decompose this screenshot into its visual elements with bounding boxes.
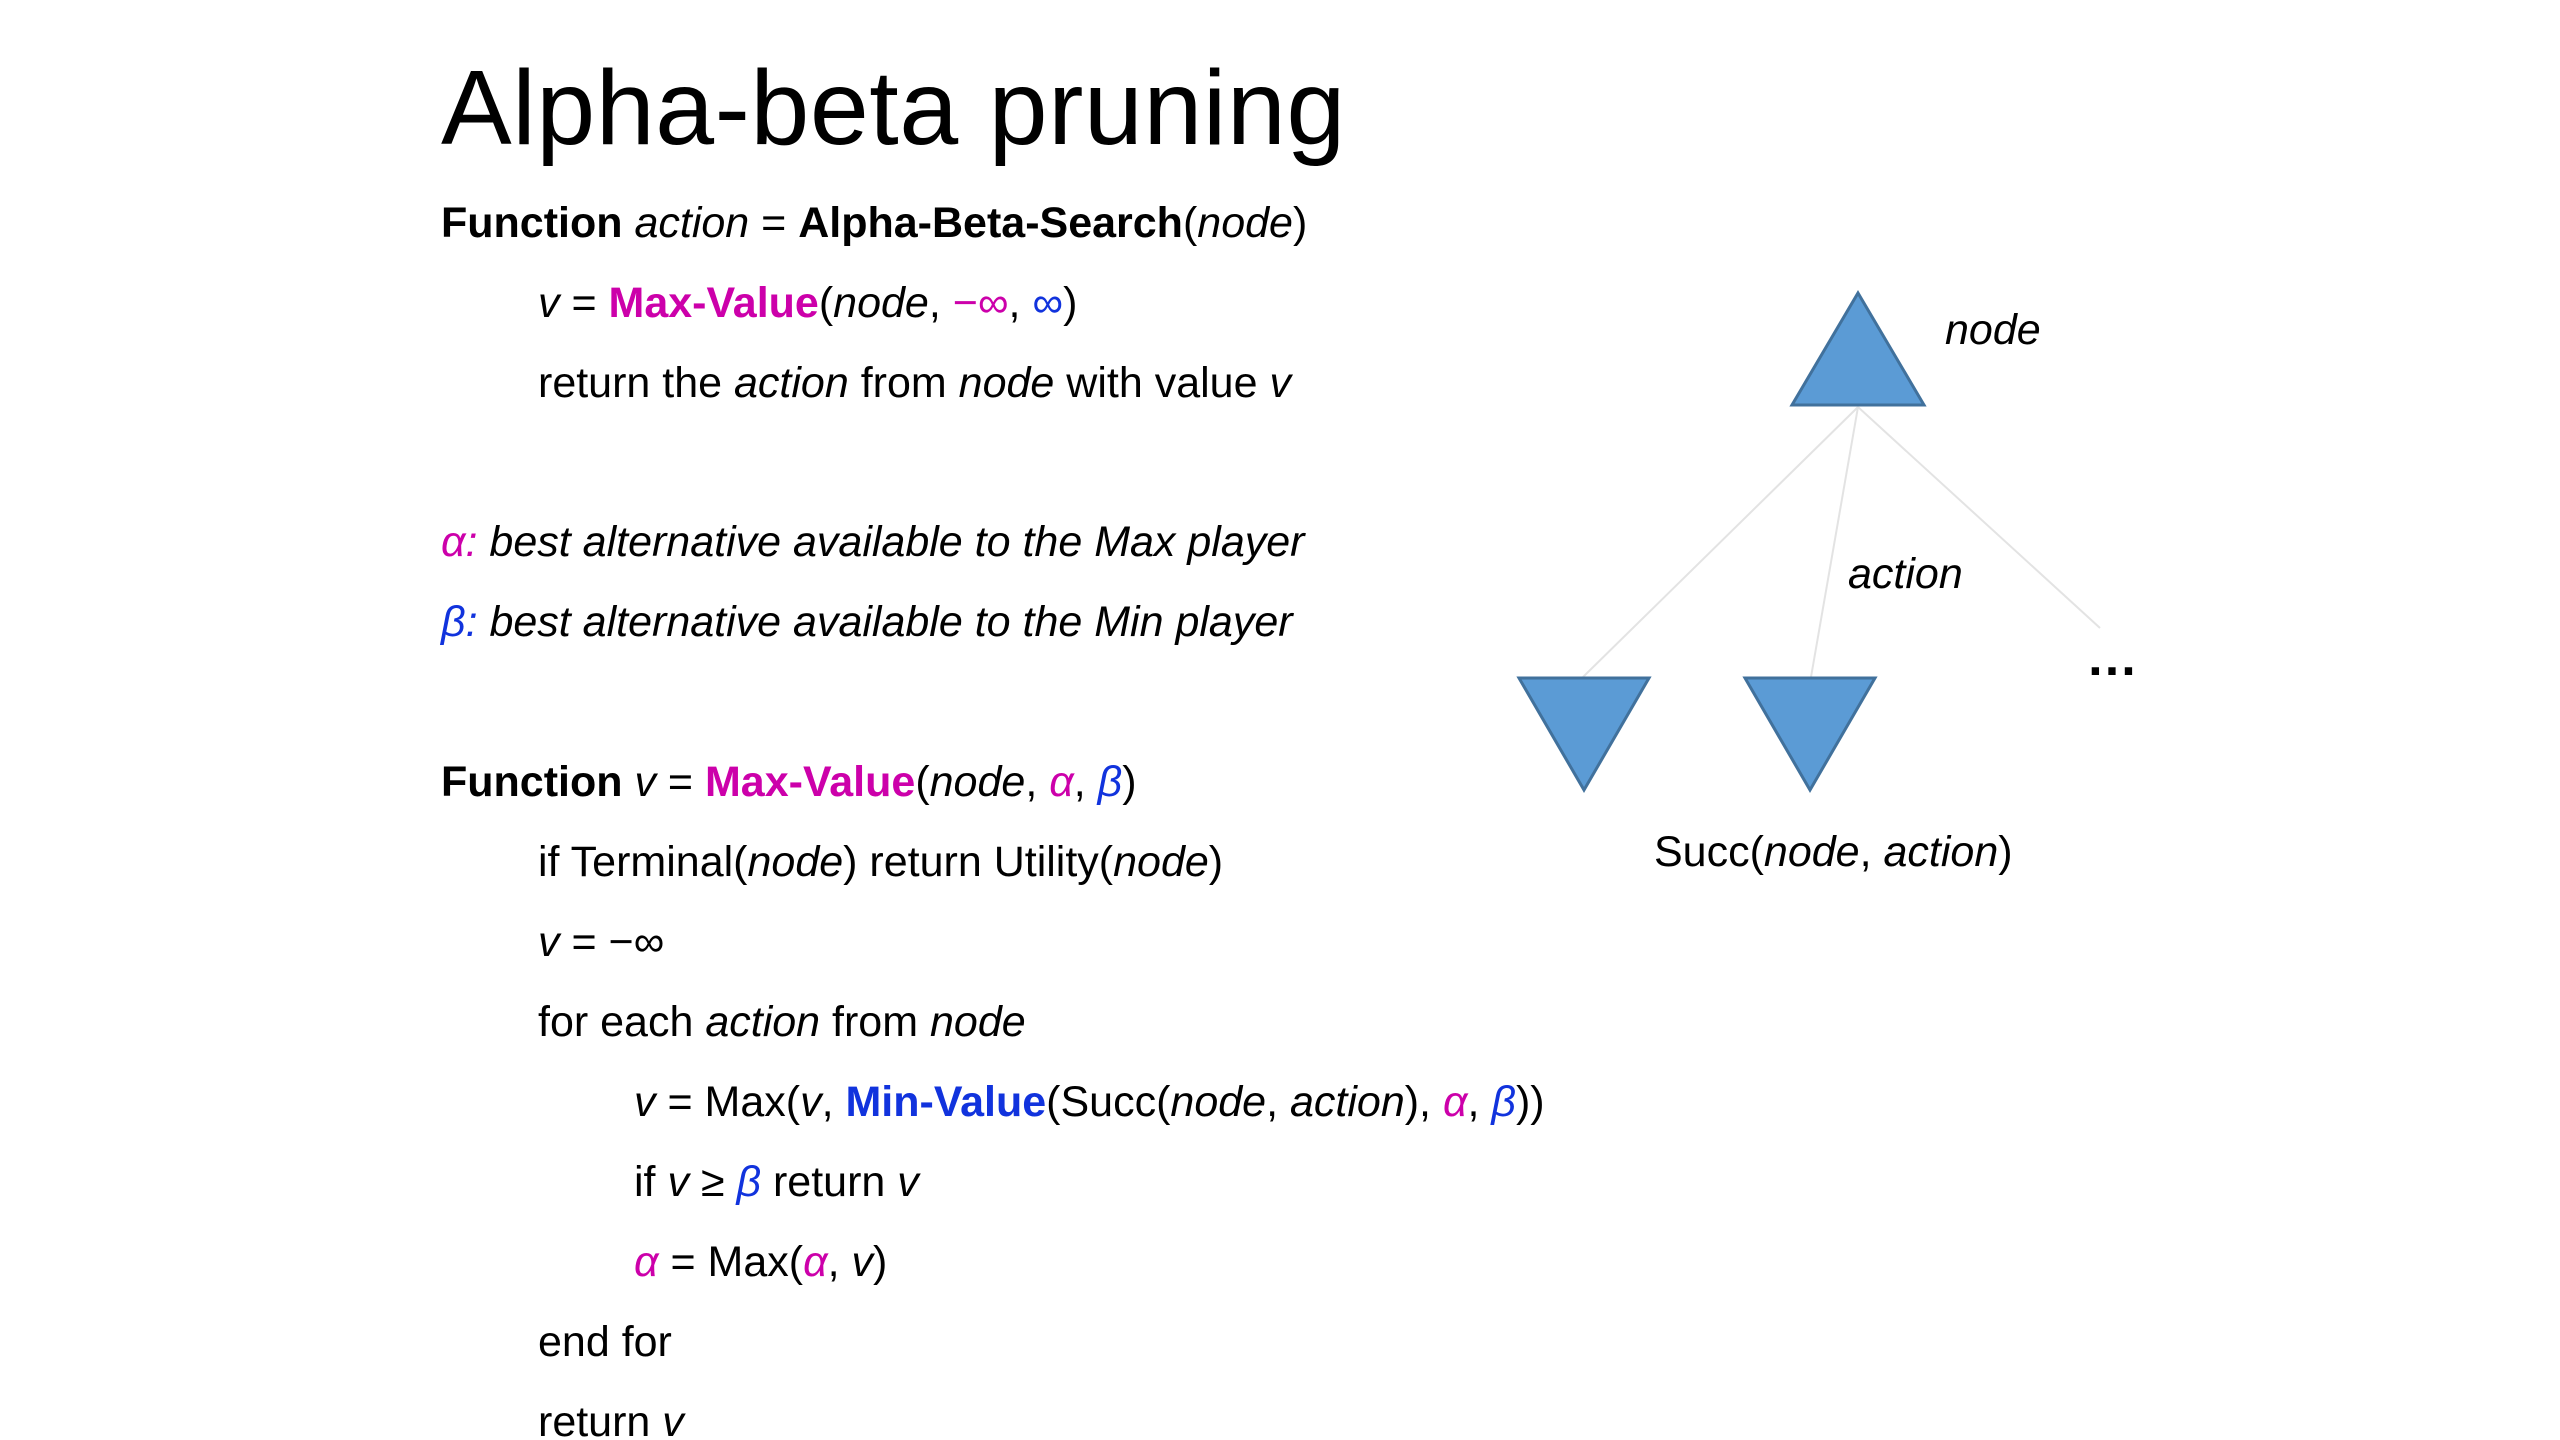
search-function-signature: Function action = Alpha-Beta-Search(node… <box>441 199 1308 247</box>
max-value-line-if-prune: if v ≥ β return v <box>634 1158 919 1206</box>
max-value-line-end-for: end for <box>538 1318 672 1366</box>
search-line-call-max-value: v = Max-Value(node, −∞, ∞) <box>538 279 1078 327</box>
successor-label: Succ(node, action) <box>1654 828 2013 876</box>
var-node: node <box>1197 199 1293 247</box>
slide-title: Alpha-beta pruning <box>441 49 1346 167</box>
pos-infinity: ∞ <box>1032 279 1064 327</box>
search-line-return: return the action from node with value v <box>538 359 1291 407</box>
max-value-function-signature: Function v = Max-Value(node, α, β) <box>441 758 1137 806</box>
min-node-triangle-middle <box>1742 676 1878 793</box>
max-value-line-terminal: if Terminal(node) return Utility(node) <box>538 838 1224 886</box>
function-name-max-value: Max-Value <box>608 279 819 327</box>
tree-edge-left <box>1582 406 1859 678</box>
neg-infinity: −∞ <box>952 279 1009 327</box>
keyword-function: Function <box>441 199 623 247</box>
function-name-alpha-beta-search: Alpha-Beta-Search <box>798 199 1183 247</box>
node-label: node <box>1945 306 2041 354</box>
alpha-symbol: α: <box>441 518 478 566</box>
var-action: action <box>634 199 750 247</box>
max-value-line-return: return v <box>538 1398 684 1440</box>
max-value-line-assign: v = Max(v, Min-Value(Succ(node, action),… <box>634 1078 1545 1126</box>
max-value-line-alpha-update: α = Max(α, v) <box>634 1238 888 1286</box>
action-label: action <box>1848 550 1963 598</box>
more-children-ellipsis: … <box>2086 629 2138 687</box>
alpha-definition: α: best alternative available to the Max… <box>441 518 1305 566</box>
function-name-max-value: Max-Value <box>704 758 916 806</box>
beta-symbol: β: <box>441 598 478 646</box>
min-node-triangle-left <box>1516 676 1652 793</box>
tree-edge-middle <box>1810 406 1859 678</box>
max-node-triangle <box>1789 290 1927 407</box>
max-value-line-init: v = −∞ <box>538 918 665 966</box>
function-name-min-value: Min-Value <box>845 1078 1047 1126</box>
beta-definition: β: best alternative available to the Min… <box>441 598 1293 646</box>
max-value-line-for: for each action from node <box>538 998 1026 1046</box>
